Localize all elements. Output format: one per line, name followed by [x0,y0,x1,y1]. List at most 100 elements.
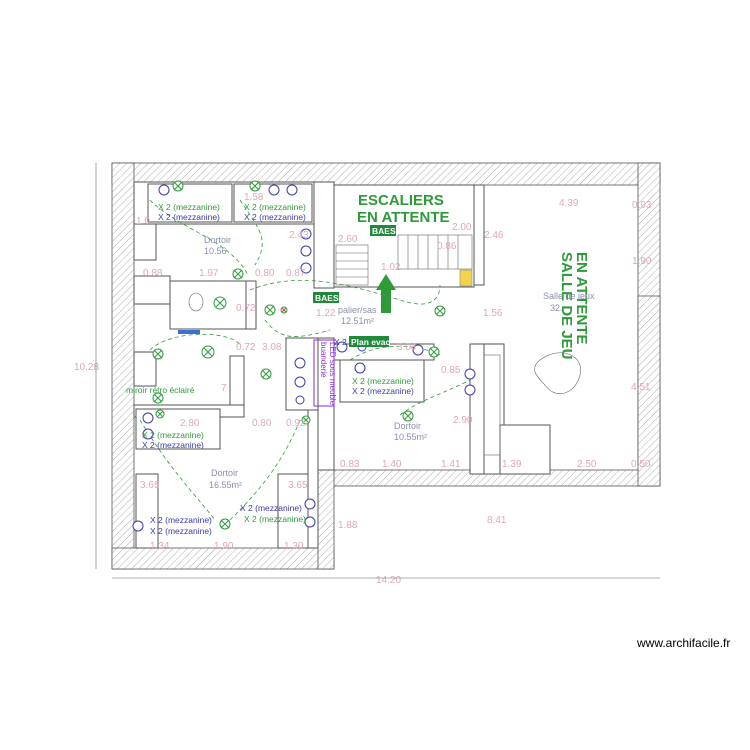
lamp-icon [155,409,165,419]
socket-icon [294,376,306,388]
mezzanine-label: X 2 (mezzanine) [352,386,414,396]
lamp-icon [249,180,261,192]
dim-label: 8.41 [487,515,507,526]
watermark-text: www.archifacile.fr [637,636,731,650]
socket-icon [294,357,306,369]
socket-icon [295,395,305,405]
dim-label: 0.83 [340,459,360,470]
dim-label: 10.28 [74,362,99,373]
dim-label: 3.65 [288,480,308,491]
lamp-icon [280,306,288,314]
socket-icon [268,184,280,196]
socket-icon [300,228,312,240]
socket-icon [304,516,316,528]
baes-badge-1 [370,225,396,236]
plan-evac-label: Plan evac [351,337,390,347]
led-label-2: buanderie [319,342,328,378]
dim-label: 1.40 [382,459,402,470]
lamps [152,180,446,530]
room-name-dortoir-1: Dortoir [204,235,231,245]
lamp-icon [434,305,446,317]
socket-icon [300,245,312,257]
baes-label-2: BAES [315,293,339,303]
dim-label: 0.88 [143,268,163,279]
lamp-icon [232,268,244,280]
dim-label: 0.72 [236,303,256,314]
dim-label: 1.02 [381,262,401,273]
dimension-labels: 1.58 1.0 2.43 2.60 2.00 2.46 0.86 4.39 0… [74,192,652,586]
socket-icon [142,428,154,440]
dim-label: 2.60 [338,234,358,245]
dim-label: 1.0 [136,216,150,227]
interior-walls [133,181,581,549]
bean-shape [534,352,581,394]
dim-label: 1.34 [150,541,170,552]
dim-label: 1.30 [284,541,304,552]
dim-label: 1.90 [632,256,652,267]
lamp-icon [201,345,215,359]
socket-icon [142,412,154,424]
socket-icon [158,184,170,196]
socket-icon [464,384,476,396]
dim-label: 7 [221,383,227,394]
dim-label: 2.80 [180,418,200,429]
game-heading-1: SALLE DE JEU [558,252,575,360]
dim-label: 14.20 [376,575,401,586]
yellow-equipment [459,269,473,287]
dim-label: 0.72 [236,342,256,353]
dim-label: 1.97 [199,268,219,279]
stair-treads [335,234,473,286]
lamp-icon [428,346,440,358]
baes-badge-2 [313,292,339,303]
window-marker [178,330,200,334]
room-name-dortoir-2: Dortoir [394,421,421,431]
socket-icon [286,184,298,196]
dim-label: 2.00 [452,222,472,233]
mezzanine-label: X 2 (mezzanine) [158,212,220,222]
dim-label: 0.50 [631,459,651,470]
room-name-salle: Salle de jeux [543,291,595,301]
dim-label: 1.90 [214,541,234,552]
dim-label: 3.65 [140,480,160,491]
dim-label: 1.56 [483,308,503,319]
lamp-icon [260,368,272,380]
dim-label: 0.80 [255,268,275,279]
socket-icon [304,498,316,510]
stairs-heading-2: EN ATTENTE [357,209,450,226]
room-area-dortoir-3: 16.55m² [209,480,242,490]
mezzanine-label: X 2 (mezzanine) [142,440,204,450]
mezzanine-label: X 2 (mezzanine) [352,376,414,386]
mezzanine-label: X 2 (mezzanine) [150,526,212,536]
socket-icon [464,368,476,380]
socket-icon [412,344,424,356]
dim-label: 2.46 [484,230,504,241]
stairs-heading-1: ESCALIERS [358,192,444,209]
dim-label: 0.93 [632,200,652,211]
dim-label: 2.90 [453,415,473,426]
dim-label: 1.88 [338,520,358,531]
lamp-icon [264,304,276,316]
dim-label: 4.51 [631,382,651,393]
dim-label: 0.87 [286,268,306,279]
lamp-icon [219,518,231,530]
game-heading-2: EN ATTENTE [573,252,590,345]
dim-label: 0.86 [437,241,457,252]
room-area-dortoir-2: 10.55m² [394,432,427,442]
room-area-salle: 32. [550,303,563,313]
sofa [483,354,501,456]
room-area-dortoir-1: 10.56 [204,246,227,256]
mezzanine-label: X 2 (mezzanine) [150,515,212,525]
mezzanine-label: X 2 (mezzanine) [244,202,306,212]
room-area-palier: 12.51m² [341,316,374,326]
mezzanine-label: X 2 (mezzanine) [244,212,306,222]
dim-label: 0.92 [286,418,306,429]
baes-label-1: BAES [372,226,396,236]
dim-label: 1.58 [244,192,264,203]
lamp-icon [402,410,414,422]
dim-label: 1.39 [502,459,522,470]
lamp-icon [301,415,311,425]
dim-label: 1.41 [441,459,461,470]
dim-label: 2.50 [577,459,597,470]
dim-label: 4.39 [559,198,579,209]
